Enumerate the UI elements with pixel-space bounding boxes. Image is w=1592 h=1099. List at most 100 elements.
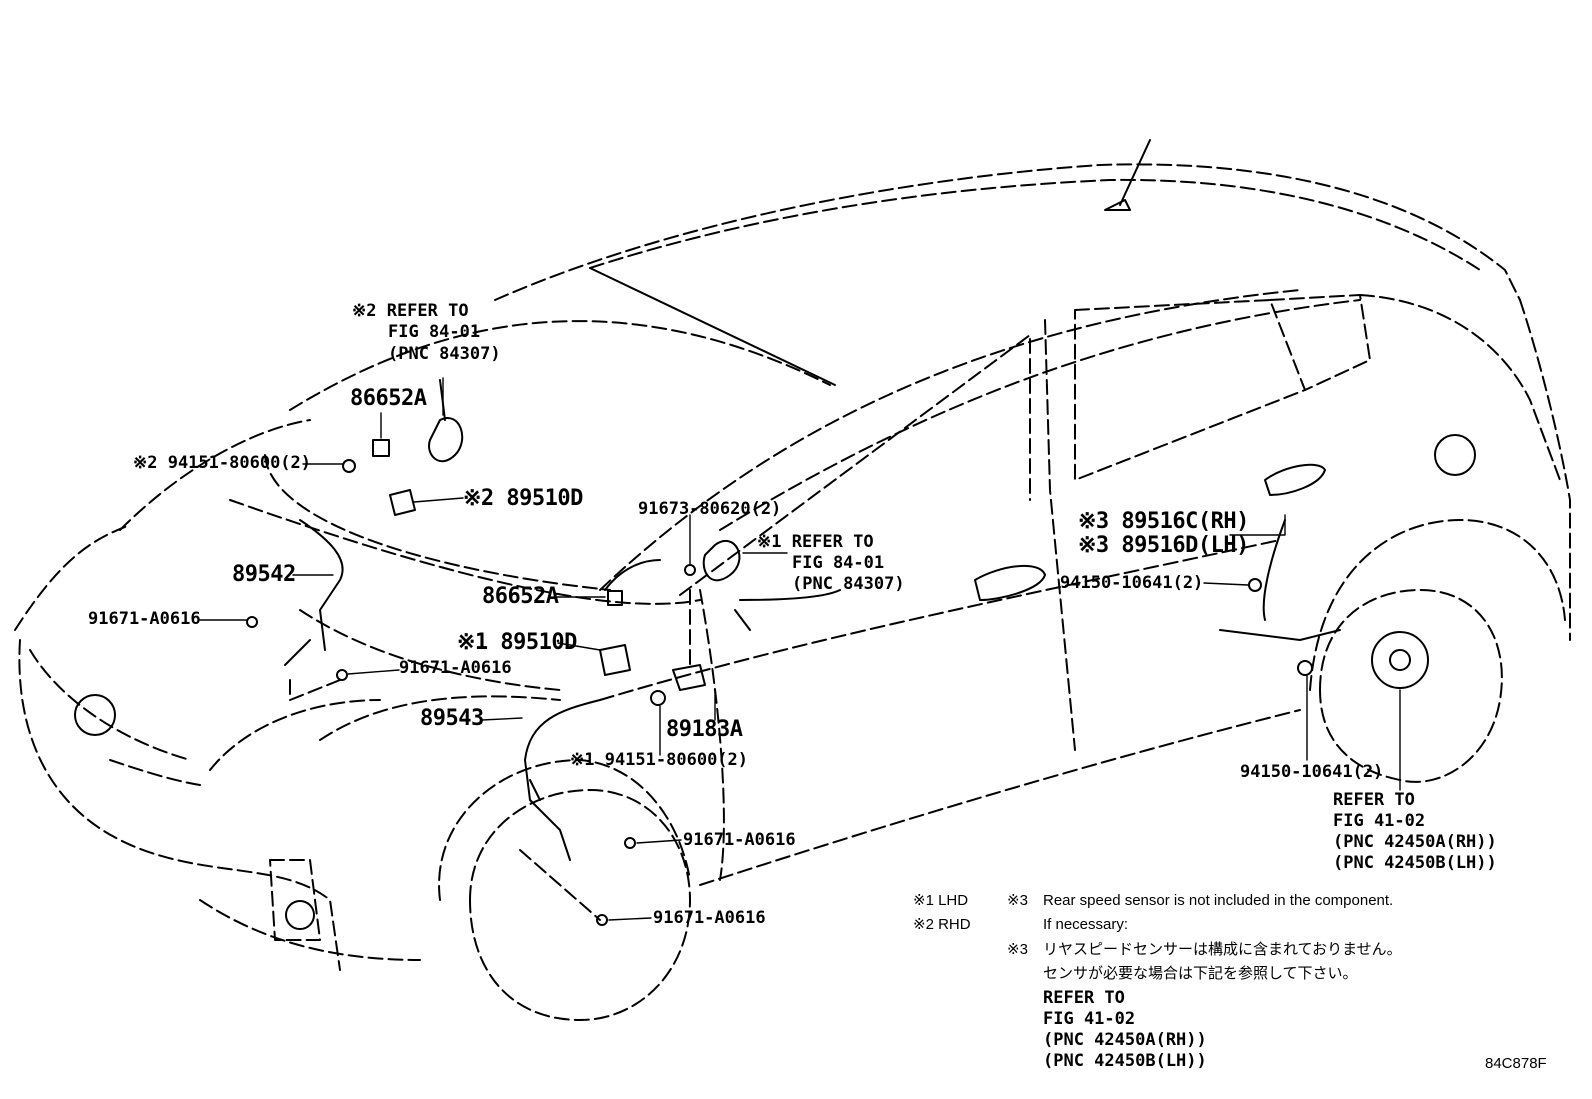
figure-code: 84C878F xyxy=(1485,1055,1547,1072)
leader-91671-mid xyxy=(347,669,400,675)
bumper-lower xyxy=(199,899,421,961)
part-label-91671-mid: 91671-A0616 xyxy=(399,658,512,678)
part-label-91673: 91673-80620(2) xyxy=(638,499,782,519)
part-label-94150-top: 94150-10641(2) xyxy=(1060,573,1204,593)
note3-jp-line1: リヤスピードセンサーは構成に含まれておりません。 xyxy=(1043,941,1402,958)
note3-jp-line2: センサが必要な場合は下記を参照して下さい。 xyxy=(1043,965,1358,982)
hood-line xyxy=(299,609,561,691)
note3-mark-en: ※3 xyxy=(1007,892,1028,909)
part-label-89542: 89542 xyxy=(232,562,296,587)
hood-edge xyxy=(264,454,611,591)
part-label-94151-rhd: ※2 94151-80600(2) xyxy=(133,453,312,473)
front-wheel-arch xyxy=(438,759,691,901)
part-label-86652a-mid: 86652A xyxy=(482,584,559,609)
headlamp-right xyxy=(209,699,381,771)
side-body xyxy=(229,499,701,605)
part-86652a-mid xyxy=(607,590,623,606)
legend-rhd: ※2 RHD xyxy=(913,916,971,933)
front-door xyxy=(699,589,725,881)
refer-lhd-mark: ※1 REFER TO xyxy=(757,532,874,552)
bolt-left xyxy=(246,616,258,628)
front-wheel xyxy=(469,789,691,1021)
speed-sensor-89543 xyxy=(524,699,601,861)
part-label-94150-bottom: 94150-10641(2) xyxy=(1240,762,1384,782)
refer-rhd-pnc: (PNC 84307) xyxy=(388,344,501,364)
mirror xyxy=(734,589,841,631)
refer-rear-line4: (PNC 42450B(LH)) xyxy=(1333,853,1497,873)
window-top xyxy=(719,299,1361,531)
bracket-89183a xyxy=(672,664,706,691)
fog-lamp-lens xyxy=(285,900,315,930)
legend-lhd: ※1 LHD xyxy=(913,892,969,909)
antenna xyxy=(1104,139,1151,211)
part-label-94151-lhd: ※1 94151-80600(2) xyxy=(570,750,749,770)
nut-rear-bottom xyxy=(1297,660,1313,676)
bolt-wheel-b xyxy=(596,914,608,926)
rear-quarter xyxy=(1269,294,1371,391)
refer-rhd-mark: ※2 REFER TO xyxy=(352,301,469,321)
leader-dashed-1 xyxy=(289,679,341,701)
leader-89543 xyxy=(481,717,523,721)
door-handle-rear xyxy=(1264,463,1326,496)
front-fender xyxy=(319,695,561,741)
door-handle-front xyxy=(974,564,1046,601)
note-refer-line1: REFER TO xyxy=(1043,988,1125,1008)
roof-line xyxy=(494,163,1521,301)
a-pillar xyxy=(599,289,1301,591)
leader-dashed-3 xyxy=(519,849,601,921)
nut-lhd xyxy=(650,690,666,706)
part-label-89510d-rhd: ※2 89510D xyxy=(463,486,583,511)
part-label-91671-wheel-a: 91671-A0616 xyxy=(683,830,796,850)
front-bumper xyxy=(18,639,341,971)
rear-wheel-arch xyxy=(1309,519,1566,691)
nut-rhd xyxy=(342,459,356,473)
leader-94150-top xyxy=(1203,582,1249,586)
fender-line xyxy=(604,559,661,591)
part-label-86652a-top: 86652A xyxy=(350,386,427,411)
leader-91671-wheel-a xyxy=(636,839,682,844)
nut-rear-top xyxy=(1248,578,1262,592)
note-refer-line2: FIG 41-02 xyxy=(1043,1009,1136,1029)
part-label-89183a: 89183A xyxy=(666,717,743,742)
refer-rear-line3: (PNC 42450A(RH)) xyxy=(1333,832,1497,852)
rocker-line xyxy=(699,709,1301,886)
leader-91671-wheel-b xyxy=(608,917,652,921)
refer-rhd-fig: FIG 84-01 xyxy=(388,322,481,342)
rear-wheel xyxy=(1319,589,1503,783)
refer-rear-line1: REFER TO xyxy=(1333,790,1415,810)
sensor-89510d-lhd xyxy=(599,644,631,676)
grille xyxy=(109,759,201,786)
refer-lhd-pnc: (PNC 84307) xyxy=(792,574,905,594)
note-refer-line4: (PNC 42450B(LH)) xyxy=(1043,1051,1207,1071)
part-label-89516d: ※3 89516D(LH) xyxy=(1078,533,1249,558)
door-bottom xyxy=(599,539,1281,701)
leader-89510d-rhd xyxy=(413,497,464,503)
part-label-89510d-lhd: ※1 89510D xyxy=(457,630,577,655)
leader-89510d-lhd xyxy=(557,642,601,651)
windshield-edge xyxy=(589,267,836,386)
front-left xyxy=(14,524,131,631)
headlamp-lens xyxy=(74,694,116,736)
part-label-89516c: ※3 89516C(RH) xyxy=(1078,509,1249,534)
part-label-91671-left: 91671-A0616 xyxy=(88,609,201,629)
window-front xyxy=(679,334,1031,596)
roof-inner-line xyxy=(589,178,1481,271)
spiral-cable-rhd xyxy=(428,379,464,463)
leader-89516 xyxy=(1229,514,1286,536)
note3-en-line1: Rear speed sensor is not included in the… xyxy=(1043,892,1394,909)
clip-91673 xyxy=(684,564,696,576)
part-label-89543: 89543 xyxy=(420,706,484,731)
rear-hatch xyxy=(1359,294,1561,481)
part-label-91671-wheel-b: 91671-A0616 xyxy=(653,908,766,928)
spiral-cable-lhd xyxy=(702,539,741,582)
fog-lamp xyxy=(269,859,321,941)
part-86652a-top xyxy=(372,439,390,457)
rear-bumper xyxy=(1519,299,1571,641)
speed-sensor-89542 xyxy=(284,519,344,666)
refer-lhd-fig: FIG 84-01 xyxy=(792,553,885,573)
hood-front xyxy=(119,419,311,531)
sensor-89510d-rhd xyxy=(389,489,416,516)
bolt-wheel-a xyxy=(624,837,636,849)
